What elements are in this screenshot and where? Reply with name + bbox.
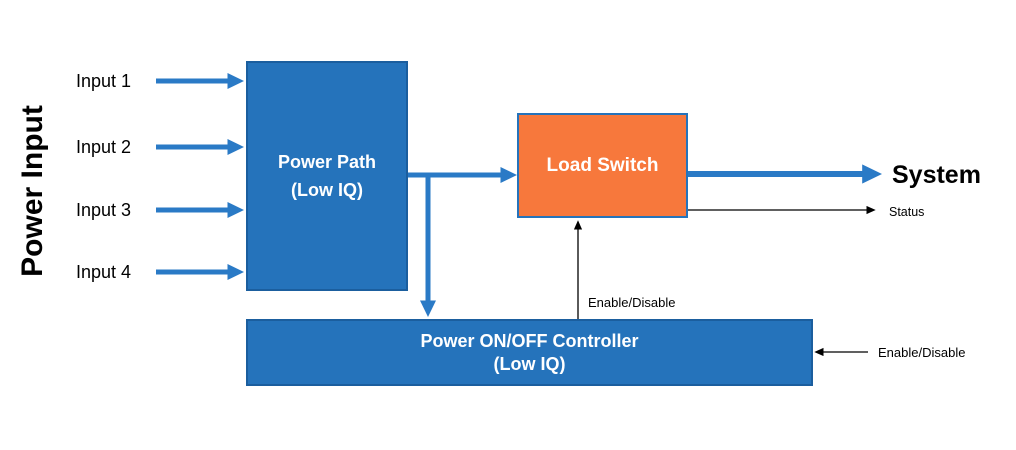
- system-label: System: [892, 161, 981, 189]
- load-switch-block: Load Switch: [517, 113, 688, 218]
- input-4-label: Input 4: [76, 262, 132, 282]
- input-3-label: Input 3: [76, 200, 132, 220]
- status-label: Status: [889, 205, 925, 219]
- enable-disable-right-label: Enable/Disable: [878, 345, 966, 360]
- power-path-label-line1: Power Path: [277, 152, 377, 172]
- enable-disable-up-label: Enable/Disable: [588, 295, 676, 310]
- controller-label-line2: (Low IQ): [493, 353, 566, 374]
- input-1-label: Input 1: [76, 71, 132, 91]
- controller-label-line1: Power ON/OFF Controller: [420, 330, 639, 351]
- input-2-label: Input 2: [76, 137, 132, 157]
- load-switch-label: Load Switch: [546, 154, 659, 176]
- power-path-block: Power Path (Low IQ): [246, 61, 408, 291]
- power-onoff-controller-block: Power ON/OFF Controller (Low IQ): [246, 319, 813, 386]
- power-input-side-label: Power Input: [16, 105, 49, 277]
- power-path-label-line2: (Low IQ): [291, 180, 363, 200]
